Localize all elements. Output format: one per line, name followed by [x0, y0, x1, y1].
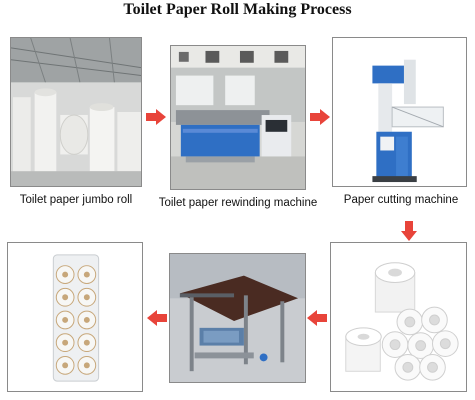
red-arrow-icon — [401, 221, 417, 241]
red-arrow-icon — [147, 310, 167, 326]
packaged-rolls-photo — [7, 242, 143, 392]
red-arrow-icon — [310, 109, 330, 125]
red-arrow-icon — [146, 109, 166, 125]
paper-cutting-machine-photo — [332, 37, 467, 187]
page-title: Toilet Paper Roll Making Process — [123, 1, 352, 18]
step-2-caption: Toilet paper rewinding machine — [158, 197, 318, 209]
red-arrow-icon — [307, 310, 327, 326]
step-3-caption: Paper cutting machine — [343, 194, 459, 206]
cut-toilet-rolls-photo — [330, 242, 467, 392]
jumbo-roll-photo — [10, 37, 142, 187]
rewinding-machine-photo — [170, 45, 306, 190]
packing-table-photo — [169, 253, 306, 383]
step-1-caption: Toilet paper jumbo roll — [19, 194, 133, 206]
